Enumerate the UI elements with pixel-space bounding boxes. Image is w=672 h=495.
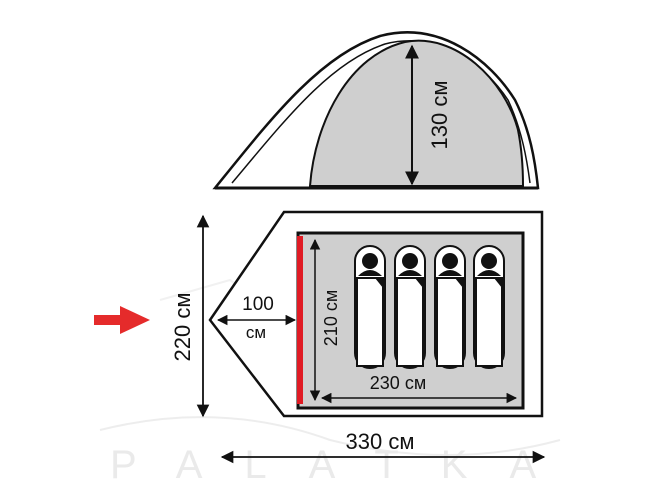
inner-width-label: 210 см (321, 290, 341, 346)
floor-plan: 210 см 230 см 100 см (208, 210, 544, 418)
entrance-arrow-icon (94, 306, 150, 334)
total-width-label: 220 см (170, 293, 195, 362)
side-view: 130 см (212, 31, 540, 190)
vestibule-depth-unit: см (246, 323, 266, 342)
sleeping-bags (354, 245, 505, 369)
door-accent (297, 236, 303, 404)
inner-length-label: 230 см (370, 373, 426, 393)
sleeping-bag (434, 245, 466, 369)
watermark-text: PALATKA (110, 443, 578, 487)
total-length-label: 330 см (346, 429, 415, 454)
watermark: PALATKA (99, 278, 578, 487)
sleeping-bag (394, 245, 426, 369)
sleeping-bag (354, 245, 386, 369)
vestibule-depth-value: 100 (242, 294, 274, 315)
height-label: 130 см (427, 81, 452, 150)
sleeping-bag (473, 245, 505, 369)
